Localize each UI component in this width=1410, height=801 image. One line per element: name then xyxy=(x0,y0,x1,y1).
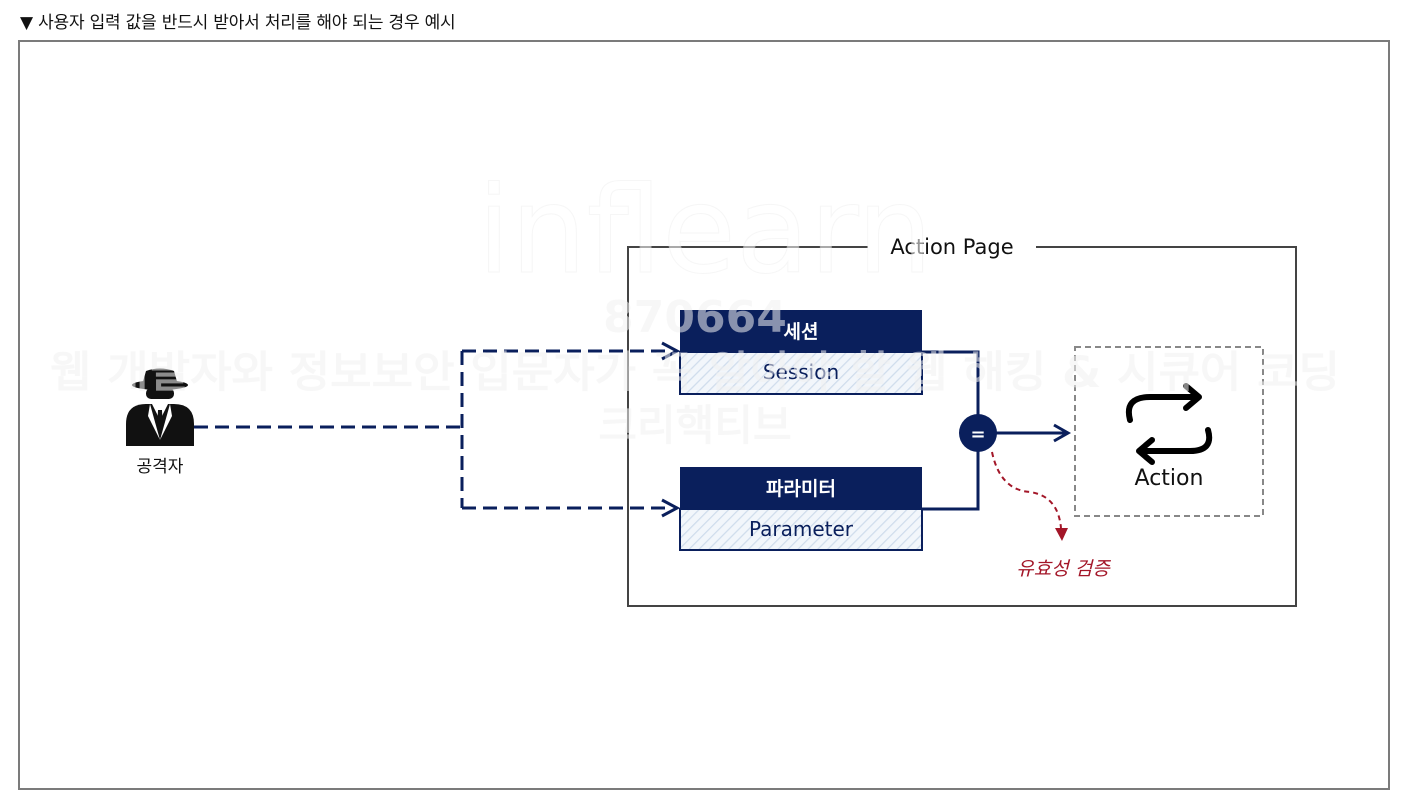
diagram-frame xyxy=(18,40,1390,790)
watermark-line2: 크리핵티브 xyxy=(598,401,791,450)
parameter-box: 파라미터 Parameter xyxy=(679,467,923,551)
validation-label: 유효성 검증 xyxy=(1016,558,1111,580)
session-label: Session xyxy=(763,360,839,384)
attacker-label: 공격자 xyxy=(137,457,184,477)
action-page-container: Action Page xyxy=(627,235,1297,607)
figure-caption: ▼ 사용자 입력 값을 반드시 받아서 처리를 해야 되는 경우 예시 xyxy=(20,13,456,33)
validation-connector xyxy=(991,451,1062,529)
watermark-logo xyxy=(401,164,509,272)
watermark-id: 870664 xyxy=(603,292,787,343)
attack-connectors xyxy=(194,349,670,510)
equals-comparator: = xyxy=(959,414,997,452)
compare-connectors xyxy=(922,350,1072,511)
action-box xyxy=(1074,346,1264,517)
parameter-title: 파라미터 xyxy=(766,478,836,500)
session-box: 세션 Session xyxy=(679,310,923,395)
equals-symbol: = xyxy=(970,424,985,445)
validation-arrowhead xyxy=(1055,528,1068,541)
attacker-icon xyxy=(126,368,194,446)
session-title: 세션 xyxy=(784,321,819,343)
action-label: Action xyxy=(1135,466,1204,491)
action-page-title: Action Page xyxy=(890,235,1013,259)
watermark: inflearn 870664 웹 개발자와 정보보안 입문자가 꼭 알아야 할… xyxy=(50,162,1340,451)
arrowhead-parameter xyxy=(661,498,681,518)
watermark-logo-text: inflearn xyxy=(477,162,933,301)
watermark-line1: 웹 개발자와 정보보안 입문자가 꼭 알아야 할 웹 해킹 & 시큐어 코딩 xyxy=(50,348,1340,398)
repeat-icon xyxy=(1126,383,1213,465)
parameter-label: Parameter xyxy=(749,517,854,541)
arrowhead-session xyxy=(661,341,681,361)
